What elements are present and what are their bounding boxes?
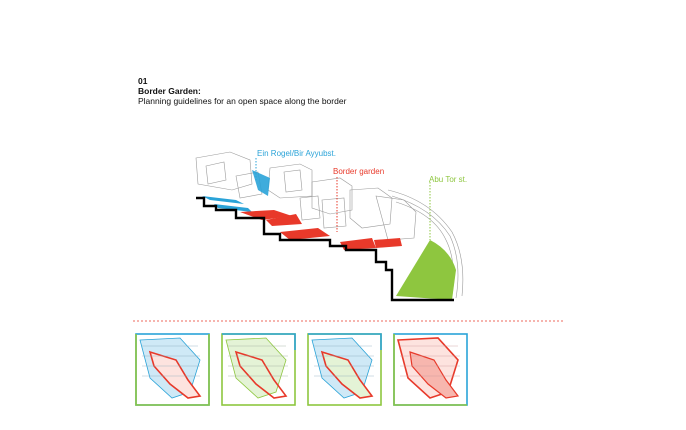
thumbnail-4 [393, 333, 468, 406]
thumbnail-2 [221, 333, 296, 406]
red-zone [240, 210, 402, 250]
green-zone [396, 240, 456, 300]
diagram-header: 01 Border Garden: Planning guidelines fo… [138, 76, 346, 106]
section-number: 01 [138, 76, 148, 86]
ein-rogel-label: Ein Rogel/Bir Ayyubst. [257, 149, 337, 158]
border-line [196, 196, 454, 302]
thumbnail-1 [135, 333, 210, 406]
border-garden-label: Border garden [333, 167, 385, 176]
abu-tor-label: Abu Tor st. [429, 175, 468, 184]
section-title: Border Garden: [138, 86, 201, 96]
thumbnail-3 [307, 333, 382, 406]
section-subtitle: Planning guidelines for an open space al… [138, 96, 347, 106]
